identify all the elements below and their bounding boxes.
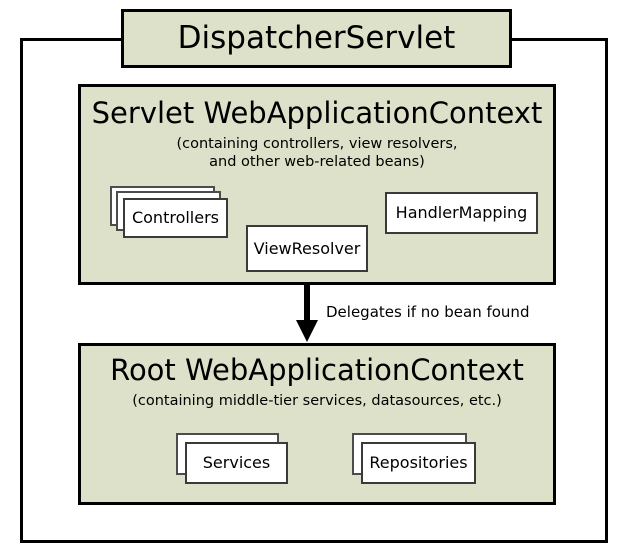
services-label: Services — [202, 453, 271, 472]
controllers-stack-layer-front[interactable]: Controllers — [123, 198, 228, 238]
services-stack-layer-front[interactable]: Services — [185, 442, 288, 484]
view-resolver-label: ViewResolver — [253, 238, 361, 258]
repositories-label: Repositories — [369, 453, 468, 472]
view-resolver-box[interactable]: ViewResolver — [246, 225, 368, 272]
delegation-arrow-label: Delegates if no bean found — [326, 303, 530, 321]
controllers-component[interactable]: Controllers — [110, 186, 230, 244]
delegation-arrow-shaft — [304, 285, 310, 325]
servlet-context-subtitle-line-2: and other web-related beans) — [209, 154, 425, 170]
repositories-stack-layer-front[interactable]: Repositories — [361, 442, 476, 484]
root-context-title: Root WebApplicationContext — [110, 353, 524, 387]
dispatcher-servlet-box[interactable]: DispatcherServlet — [121, 9, 512, 68]
root-context-subtitle: (containing middle-tier services, dataso… — [132, 393, 502, 409]
dispatcher-servlet-label: DispatcherServlet — [177, 20, 456, 57]
view-resolver-component[interactable]: ViewResolver — [246, 225, 368, 272]
delegation-arrow-head — [296, 320, 318, 342]
servlet-context-subtitle-line-1: (containing controllers, view resolvers, — [176, 136, 458, 152]
services-component[interactable]: Services — [176, 433, 288, 485]
handler-mapping-box[interactable]: HandlerMapping — [385, 192, 538, 234]
controllers-label: Controllers — [131, 208, 220, 227]
root-web-application-context-box[interactable]: Root WebApplicationContext (containing m… — [78, 343, 556, 505]
repositories-component[interactable]: Repositories — [352, 433, 476, 485]
handler-mapping-label: HandlerMapping — [395, 203, 528, 222]
handler-mapping-component[interactable]: HandlerMapping — [385, 192, 538, 234]
servlet-context-title: Servlet WebApplicationContext — [91, 96, 543, 130]
